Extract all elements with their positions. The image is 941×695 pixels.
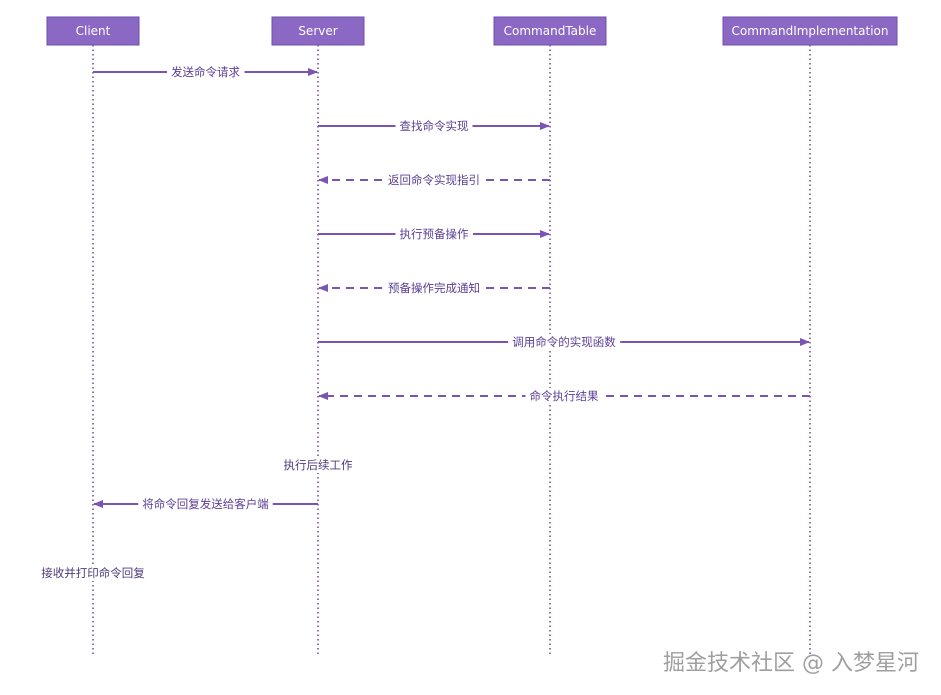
participant-label: Client (76, 24, 111, 38)
note-background (281, 457, 355, 473)
message: 将命令回复发送给客户端 (93, 496, 318, 512)
message: 命令执行结果 (318, 388, 810, 404)
message-label-background (167, 64, 245, 80)
message-label-background (138, 496, 273, 512)
participant-commandimplementation: CommandImplementation (722, 16, 898, 46)
participant-label: Server (298, 24, 337, 38)
participant-commandtable: CommandTable (493, 16, 607, 46)
message-label: 发送命令请求 (171, 65, 240, 79)
participant-box (493, 16, 607, 46)
participant-box (722, 16, 898, 46)
message-label-background (395, 118, 473, 134)
message-label: 命令执行结果 (530, 389, 599, 403)
participant-label: CommandTable (504, 24, 597, 38)
note-label: 执行后续工作 (284, 458, 353, 472)
message-label: 调用命令的实现函数 (512, 335, 616, 349)
message: 返回命令实现指引 (318, 172, 550, 188)
self-note: 执行后续工作 (281, 457, 355, 473)
participant-server: Server (271, 16, 365, 46)
message: 调用命令的实现函数 (318, 334, 810, 350)
participant-label: CommandImplementation (732, 24, 889, 38)
note-background (39, 565, 148, 581)
message: 发送命令请求 (93, 64, 318, 80)
message-label-background (384, 280, 484, 296)
message-label: 将命令回复发送给客户端 (142, 497, 269, 511)
message: 执行预备操作 (318, 226, 550, 242)
message-label: 预备操作完成通知 (388, 281, 480, 295)
watermark: 掘金技术社区 @ 入梦星河 (663, 651, 919, 676)
message-label-background (508, 334, 621, 350)
message-label-background (395, 226, 473, 242)
participant-client: Client (46, 16, 140, 46)
message-label-background (384, 172, 484, 188)
participant-box (271, 16, 365, 46)
message-label: 执行预备操作 (400, 227, 469, 241)
participant-box (46, 16, 140, 46)
message-label: 返回命令实现指引 (388, 173, 480, 187)
self-note: 接收并打印命令回复 (39, 565, 148, 581)
message: 查找命令实现 (318, 118, 550, 134)
message-label: 查找命令实现 (400, 119, 469, 133)
note-label: 接收并打印命令回复 (41, 566, 145, 580)
message: 预备操作完成通知 (318, 280, 550, 296)
message-label-background (525, 388, 603, 404)
